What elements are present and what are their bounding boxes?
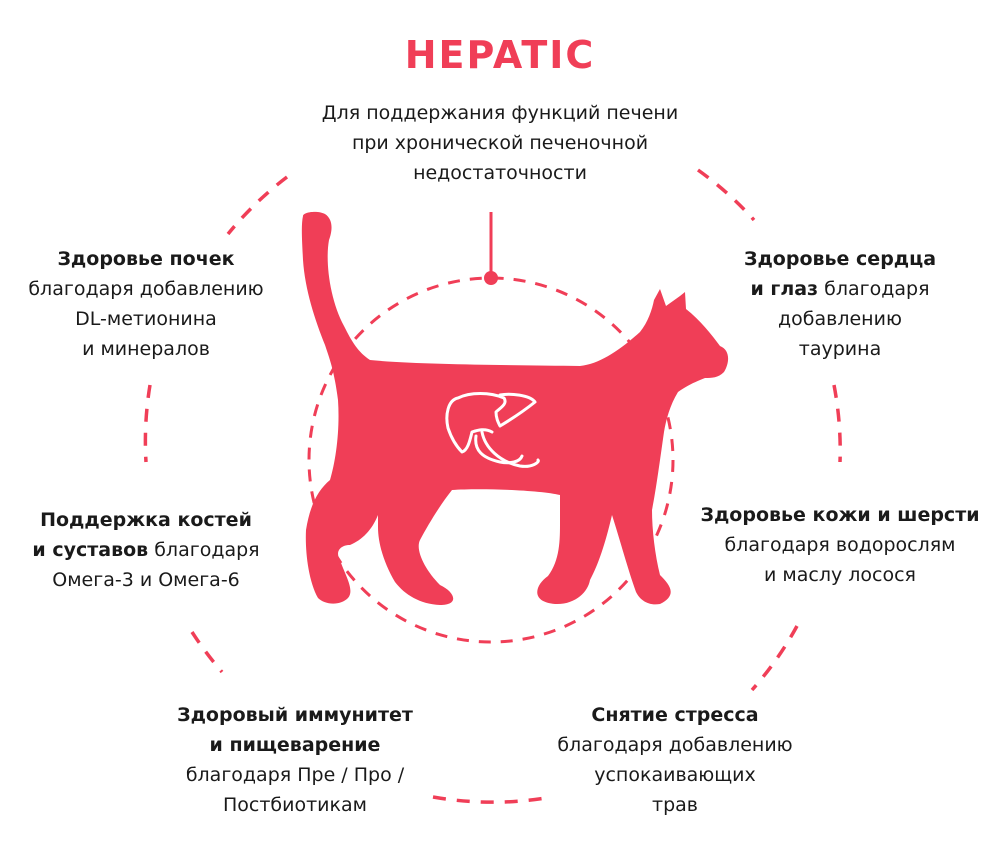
outer-dashed-circle bbox=[143, 168, 842, 804]
benefit-text: благодаря добавлению bbox=[28, 278, 264, 300]
connector-dot bbox=[484, 271, 498, 285]
benefit-text: успокаивающих bbox=[594, 764, 756, 786]
page-title: HEPATIC bbox=[404, 33, 596, 77]
benefit-title: Здоровый иммунитет bbox=[177, 704, 413, 726]
benefit-text: благодаря добавлению bbox=[557, 734, 793, 756]
center-line: недостаточности bbox=[413, 162, 587, 184]
center-line: при хронической печеночной bbox=[351, 132, 649, 154]
benefit-title: Здоровье сердца bbox=[743, 248, 937, 270]
benefit-title: и суставов bbox=[32, 539, 149, 561]
benefit-immunity-digestion: Здоровый иммунитет и пищеварение благода… bbox=[150, 700, 440, 820]
benefit-text: добавлению bbox=[778, 308, 902, 330]
benefit-heart-eyes: Здоровье сердца и глаз благодаря добавле… bbox=[720, 244, 960, 364]
benefit-stress-relief: Снятие стресса благодаря добавлению успо… bbox=[535, 700, 815, 820]
benefit-text: благодаря Пре / Про / bbox=[185, 764, 405, 786]
benefit-title: Снятие стресса bbox=[591, 704, 759, 726]
benefit-kidneys: Здоровье почек благодаря добавлению DL-м… bbox=[0, 244, 292, 364]
benefit-skin-coat: Здоровье кожи и шерсти благодаря водорос… bbox=[690, 500, 990, 590]
benefit-title: и пищеварение bbox=[209, 734, 381, 756]
benefit-text: DL-метионина bbox=[75, 308, 217, 330]
benefit-text: и маслу лосося bbox=[764, 564, 916, 586]
benefit-title: Здоровье почек bbox=[57, 248, 235, 270]
center-description: Для поддержания функций печени при хрони… bbox=[250, 98, 750, 188]
benefit-text: таурина bbox=[798, 338, 882, 360]
cat-silhouette-icon bbox=[301, 211, 729, 606]
benefit-text: благодаря водорослям bbox=[724, 534, 956, 556]
benefit-bones-joints: Поддержка костей и суставов благодаря Ом… bbox=[0, 505, 292, 595]
liver-icon bbox=[445, 392, 540, 468]
benefit-text: Постбиотикам bbox=[223, 794, 367, 816]
inner-dashed-circle bbox=[307, 276, 675, 644]
benefit-text: трав bbox=[652, 794, 698, 816]
benefit-title: и глаз bbox=[750, 278, 819, 300]
benefit-text: благодаря bbox=[148, 539, 260, 561]
benefit-text: благодаря bbox=[818, 278, 930, 300]
benefit-text: Омега-3 и Омега-6 bbox=[52, 569, 240, 591]
benefit-title: Поддержка костей bbox=[40, 509, 252, 531]
benefit-text: и минералов bbox=[82, 338, 210, 360]
benefit-title: Здоровье кожи и шерсти bbox=[700, 504, 980, 526]
center-line: Для поддержания функций печени bbox=[321, 102, 679, 124]
